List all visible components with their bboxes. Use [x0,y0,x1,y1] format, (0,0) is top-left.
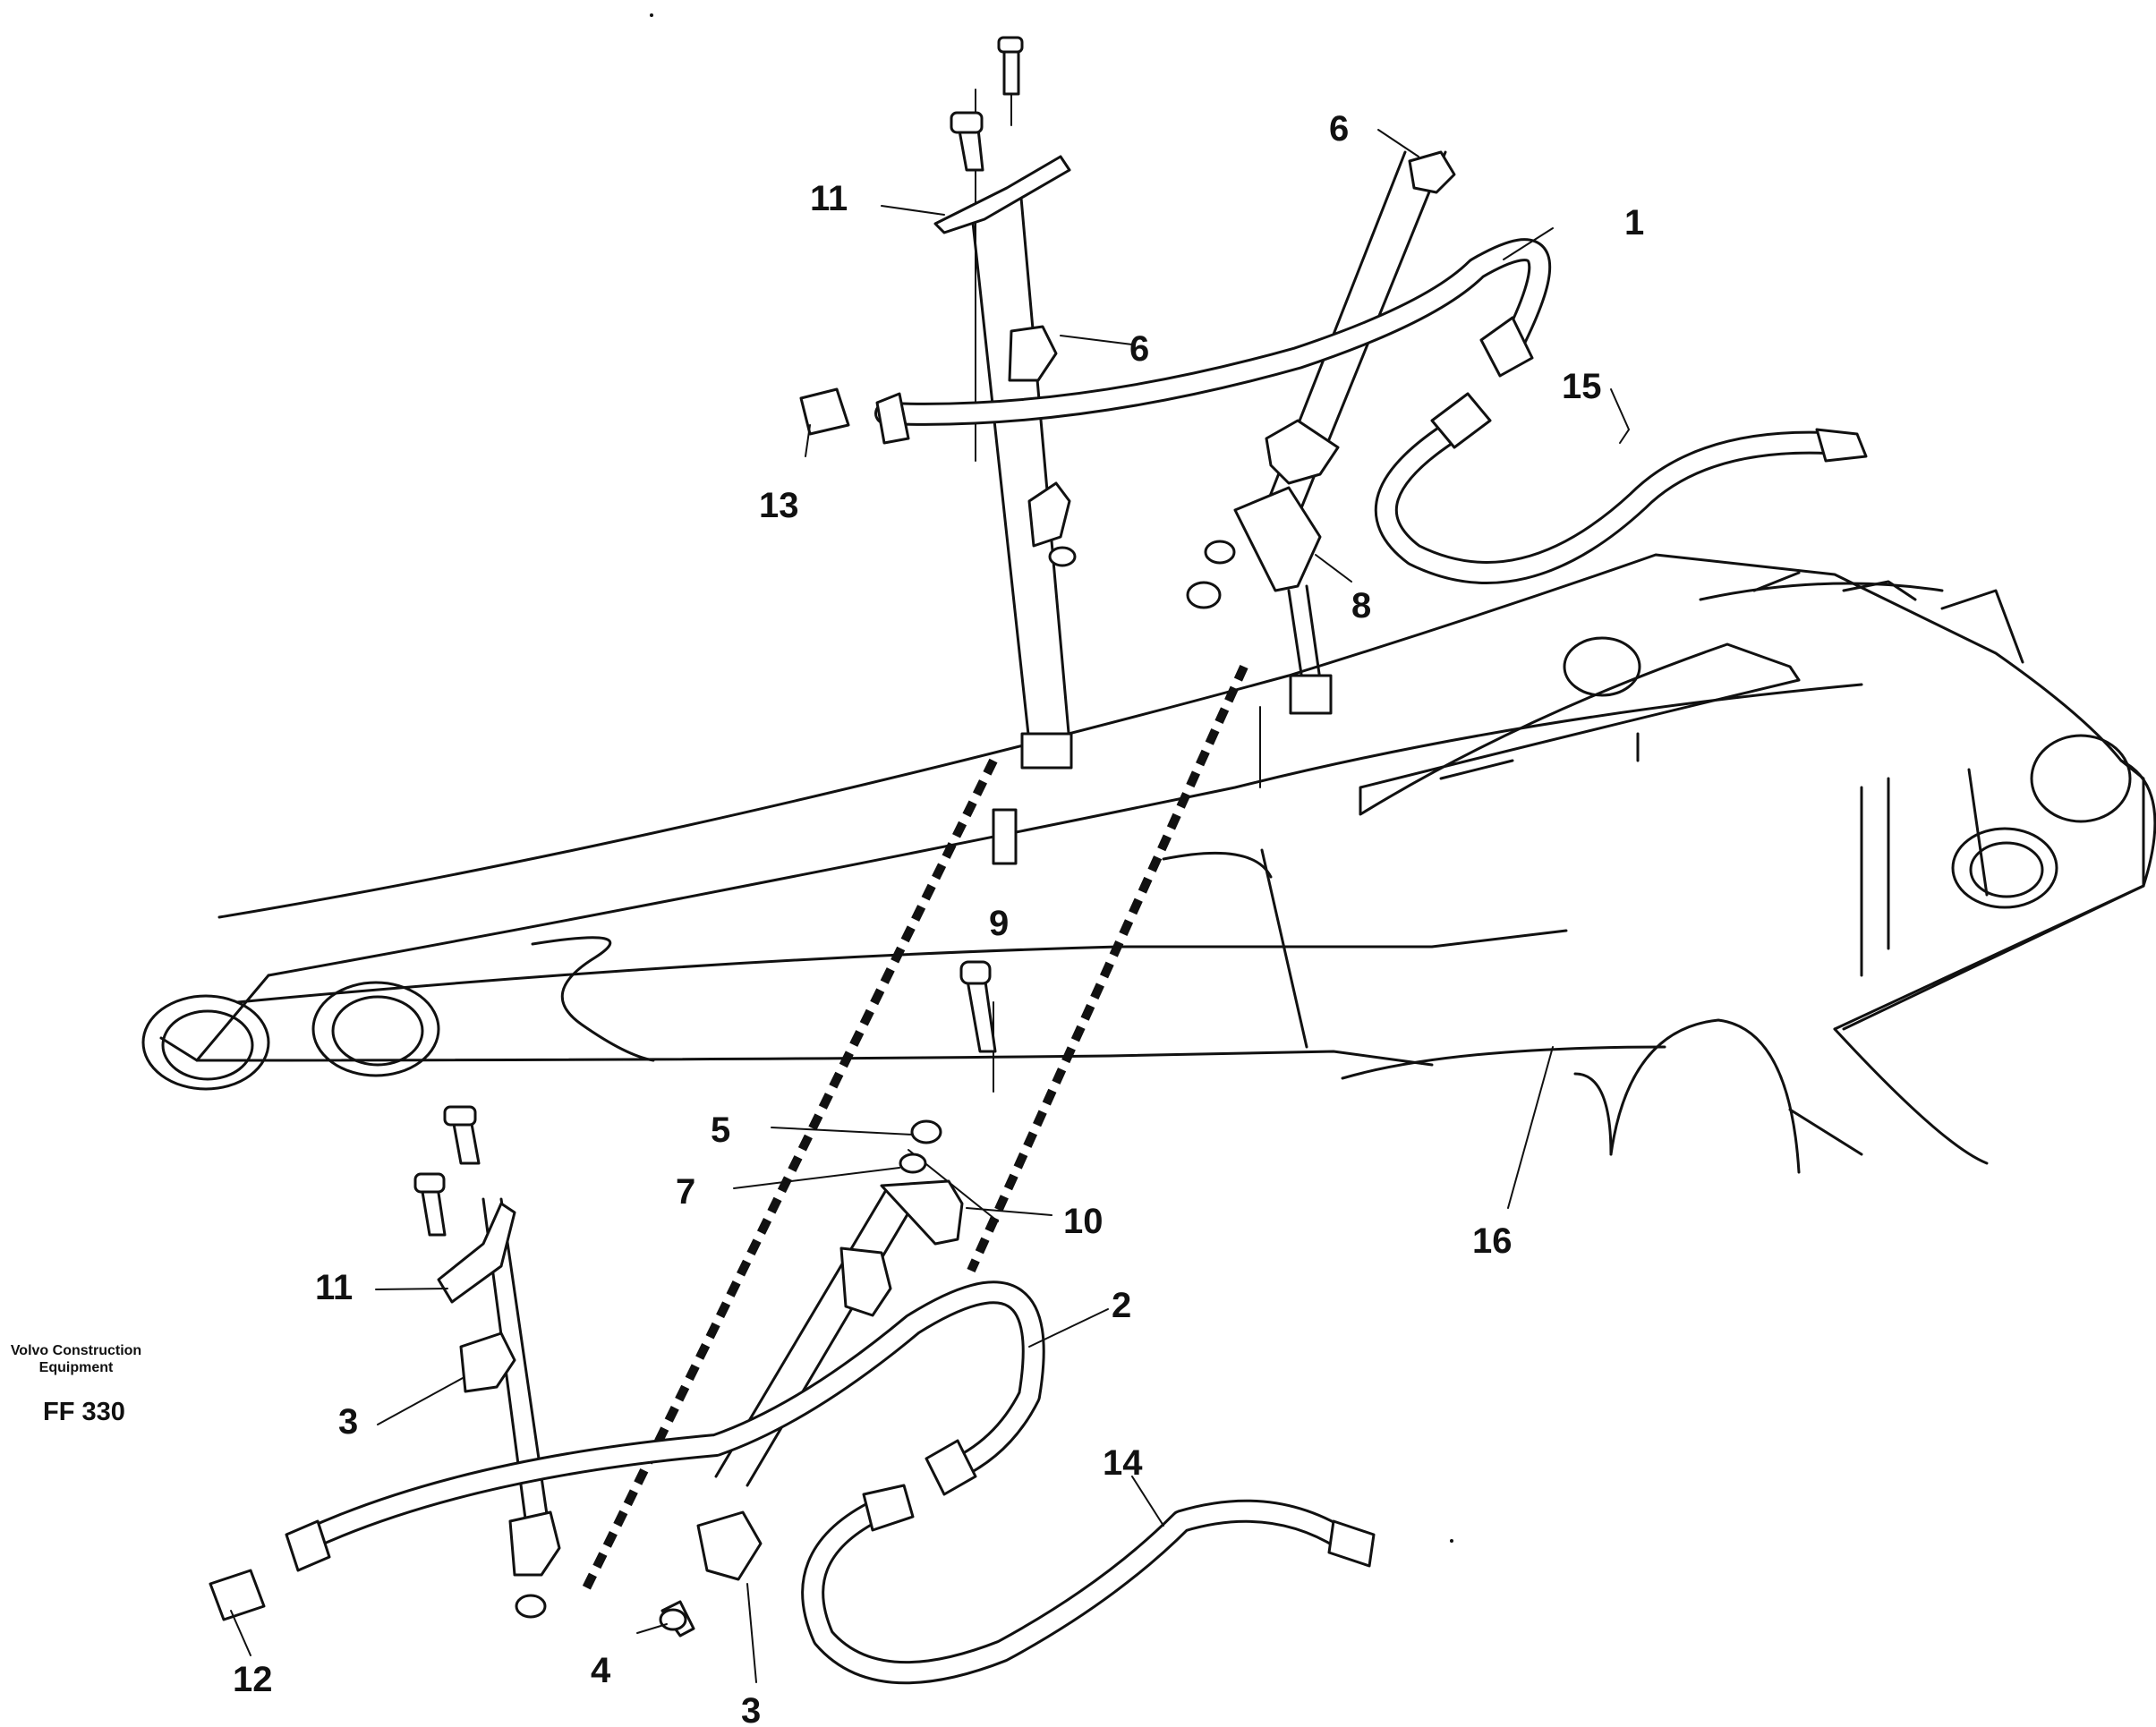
screw [965,974,997,1053]
callout-10: 10 [1063,1202,1104,1241]
callout-12: 12 [233,1660,273,1699]
hose-nut [925,1439,977,1496]
clamp-plate [933,155,1071,234]
callout-11: 11 [315,1268,353,1307]
bolt-head [659,1608,687,1631]
leader-lines [230,129,1631,1683]
callout-6: 6 [1129,329,1149,369]
callout-1: 1 [1624,203,1644,242]
weld-block [992,808,1018,865]
hose-fitting [799,387,850,436]
clamp-half [1008,325,1058,382]
callout-5: 5 [711,1110,730,1150]
clamp-half [696,1510,763,1581]
clamp-half [459,1331,516,1393]
callout-16: 16 [1472,1221,1513,1261]
callout-13: 13 [759,486,799,525]
hose-nut [1479,316,1534,378]
clamp-half [508,1510,561,1577]
hose-nut [1430,392,1492,449]
figure-code: FF 330 [43,1398,125,1426]
nut [515,1594,547,1619]
callout-4: 4 [591,1651,611,1690]
callout-6: 6 [1329,109,1349,149]
clamp-half [1265,419,1340,485]
hose-nut [285,1519,331,1572]
angle-bracket [880,1179,964,1246]
screw-head [413,1172,446,1194]
assembly-guides [582,44,1261,1591]
nut [1048,546,1077,567]
nut [1186,581,1222,609]
hose-fitting [1815,428,1868,463]
callout-7: 7 [676,1172,695,1212]
callout-3: 3 [741,1691,761,1727]
screw-head [950,111,984,134]
nut [910,1119,942,1144]
upper-clamp-assembly [933,36,1456,865]
callout-14: 14 [1103,1443,1143,1483]
washer [1204,540,1236,565]
upper-hoses [799,238,1868,584]
brand-line-2: Equipment [38,1360,114,1375]
weld-block [1289,674,1333,715]
washer [899,1153,927,1174]
callout-9: 9 [989,904,1009,943]
weld-block [1020,732,1073,770]
callout-2: 2 [1112,1286,1131,1325]
hose-fitting [1327,1519,1376,1568]
speck [1450,1539,1453,1543]
angle-bracket [1233,486,1322,592]
clamp-half [839,1246,892,1317]
hose-nut [862,1484,915,1532]
callout-15: 15 [1562,367,1602,406]
boom-arm [141,553,2156,1174]
hose-fitting [209,1569,266,1621]
hose-nut [875,392,910,445]
screw-head [959,960,992,985]
callout-labels: 1 2 3 3 4 5 6 6 7 8 9 10 11 11 12 13 14 … [233,109,1644,1727]
clamp-half [1027,481,1071,548]
lower-hoses [209,1280,1376,1685]
screw-head [997,36,1024,54]
screw-head [443,1105,477,1127]
clamp-plate [437,1202,516,1304]
brand-line-1: Volvo Construction [10,1343,142,1358]
callout-11: 11 [810,179,848,218]
lower-clamp-assembly [413,960,997,1638]
callout-8: 8 [1351,586,1371,625]
brand-label: Volvo Construction Equipment [9,1342,143,1376]
speck [650,13,653,17]
callout-3: 3 [338,1402,358,1442]
clamp-half [1408,150,1456,194]
